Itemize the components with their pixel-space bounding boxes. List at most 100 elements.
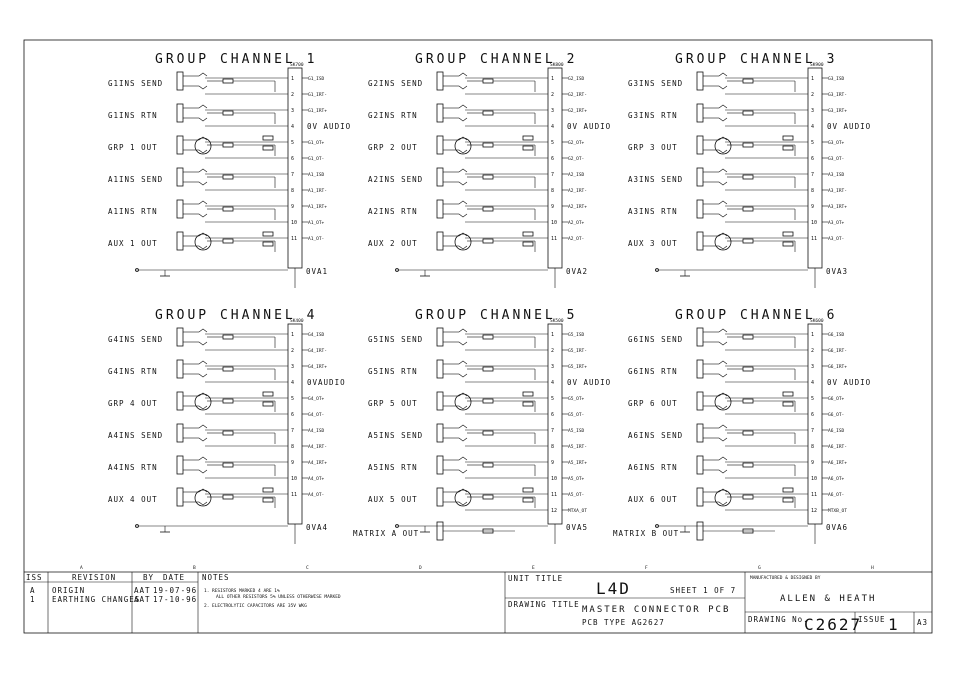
resistor (222, 238, 234, 244)
pin-number: 3 (811, 108, 814, 114)
pin-number: 11 (291, 236, 297, 242)
jack-label: A6INS SEND (628, 431, 683, 440)
drawing-title: MASTER CONNECTOR PCB (582, 605, 730, 615)
resistor (222, 174, 234, 180)
pin-number: 6 (811, 412, 814, 418)
pin-number: 9 (551, 460, 554, 466)
sheet-number: SHEET 1 OF 7 (670, 586, 736, 595)
pin-net-label: G6_OT+ (828, 396, 845, 402)
jack-label: AUX 2 OUT (368, 239, 418, 248)
pin-net-label: A4_ISD (308, 428, 325, 434)
pin-net-label: G4_OT- (308, 412, 324, 418)
jack-label: A1INS RTN (108, 207, 158, 216)
resistor (222, 494, 234, 500)
resistor (222, 398, 234, 404)
pin-number: 10 (291, 476, 297, 482)
pin-number: 3 (291, 108, 294, 114)
pin-number: 5 (811, 396, 814, 402)
jack-socket (176, 199, 184, 219)
pin-net-label: A1_OT+ (308, 220, 325, 226)
note-1: RESISTORS MARKED 4 ARE 1% (212, 588, 280, 594)
pin-number: 1 (291, 332, 294, 338)
jack-socket (436, 199, 444, 219)
pin-net-label: A2_IRT- (568, 188, 587, 194)
pin-net-label: A4_OT- (308, 492, 324, 498)
pin-number: 2 (811, 92, 814, 98)
resistor (522, 231, 534, 237)
unit-title: L4D (596, 579, 631, 598)
resistor (262, 231, 274, 237)
pin-net-label: A5_ISD (568, 428, 585, 434)
channel-title: GROUP CHANNEL 3 (675, 52, 837, 67)
jack-label: AUX 6 OUT (628, 495, 678, 504)
pin-number: 9 (551, 204, 554, 210)
pin-number: 11 (811, 492, 817, 498)
pin-net-label: G3_OT- (828, 156, 844, 162)
xlr-output (194, 137, 212, 155)
pin-net-label: G5_ISD (568, 332, 585, 338)
pin-number: 4 (811, 124, 814, 130)
jack-socket (176, 423, 184, 443)
jack-label: G3INS SEND (628, 79, 683, 88)
resistor (482, 78, 494, 84)
grid-letter: E (532, 565, 535, 571)
drawing-frame (23, 39, 933, 634)
jack-label: AUX 4 OUT (108, 495, 158, 504)
test-point (655, 524, 659, 528)
resistor (222, 142, 234, 148)
pin-net-label: G1_ISD (308, 76, 325, 82)
ov-audio-label: 0V AUDIO (567, 378, 611, 387)
xlr-output (454, 489, 472, 507)
jack-label: A5INS RTN (368, 463, 418, 472)
grid-letter: D (419, 565, 422, 571)
jack-label: A3INS RTN (628, 207, 678, 216)
notes-header: NOTES (202, 573, 230, 582)
resistor (782, 241, 794, 247)
pin-number: 8 (291, 444, 294, 450)
pin-net-label: MTXB_OT (828, 508, 847, 514)
jack-socket (176, 455, 184, 475)
resistor (522, 401, 534, 407)
jack-socket (436, 135, 444, 155)
resistor (222, 334, 234, 340)
xlr-output (454, 233, 472, 251)
pin-number: 1 (291, 76, 294, 82)
pin-net-label: G4_ISD (308, 332, 325, 338)
note-2: ALL OTHER RESISTORS 5% UNLESS OTHERWISE … (216, 594, 341, 600)
jack-label: AUX 1 OUT (108, 239, 158, 248)
pin-number: 4 (811, 380, 814, 386)
jack-label: A2INS RTN (368, 207, 418, 216)
jack-socket (436, 327, 444, 347)
jack-socket (176, 391, 184, 411)
resistor (782, 145, 794, 151)
pin-number: 5 (551, 396, 554, 402)
pin-net-label: G3_ISD (828, 76, 845, 82)
ov-audio-label: 0VAUDIO (307, 378, 346, 387)
jack-socket (696, 327, 704, 347)
grid-letter: B (193, 565, 196, 571)
pin-net-label: G4_OT+ (308, 396, 325, 402)
jack-label: GRP 5 OUT (368, 399, 418, 408)
resistor (742, 462, 754, 468)
jack-label: G4INS SEND (108, 335, 163, 344)
resistor (262, 241, 274, 247)
jack-socket (176, 359, 184, 379)
jack-socket (436, 167, 444, 187)
ov-return-label: 0VA2 (566, 267, 588, 276)
pin-number: 8 (551, 444, 554, 450)
jack-label: A4INS RTN (108, 463, 158, 472)
pin-net-label: G3_OT+ (828, 140, 845, 146)
jack-socket (696, 391, 704, 411)
jack-socket (176, 103, 184, 123)
resistor (222, 366, 234, 372)
resistor (522, 391, 534, 397)
xlr-output (714, 393, 732, 411)
matrix-out-label: MATRIX B OUT (613, 529, 679, 538)
resistor (522, 487, 534, 493)
pin-number: 5 (811, 140, 814, 146)
jack-label: GRP 2 OUT (368, 143, 418, 152)
pin-number: 7 (551, 428, 554, 434)
